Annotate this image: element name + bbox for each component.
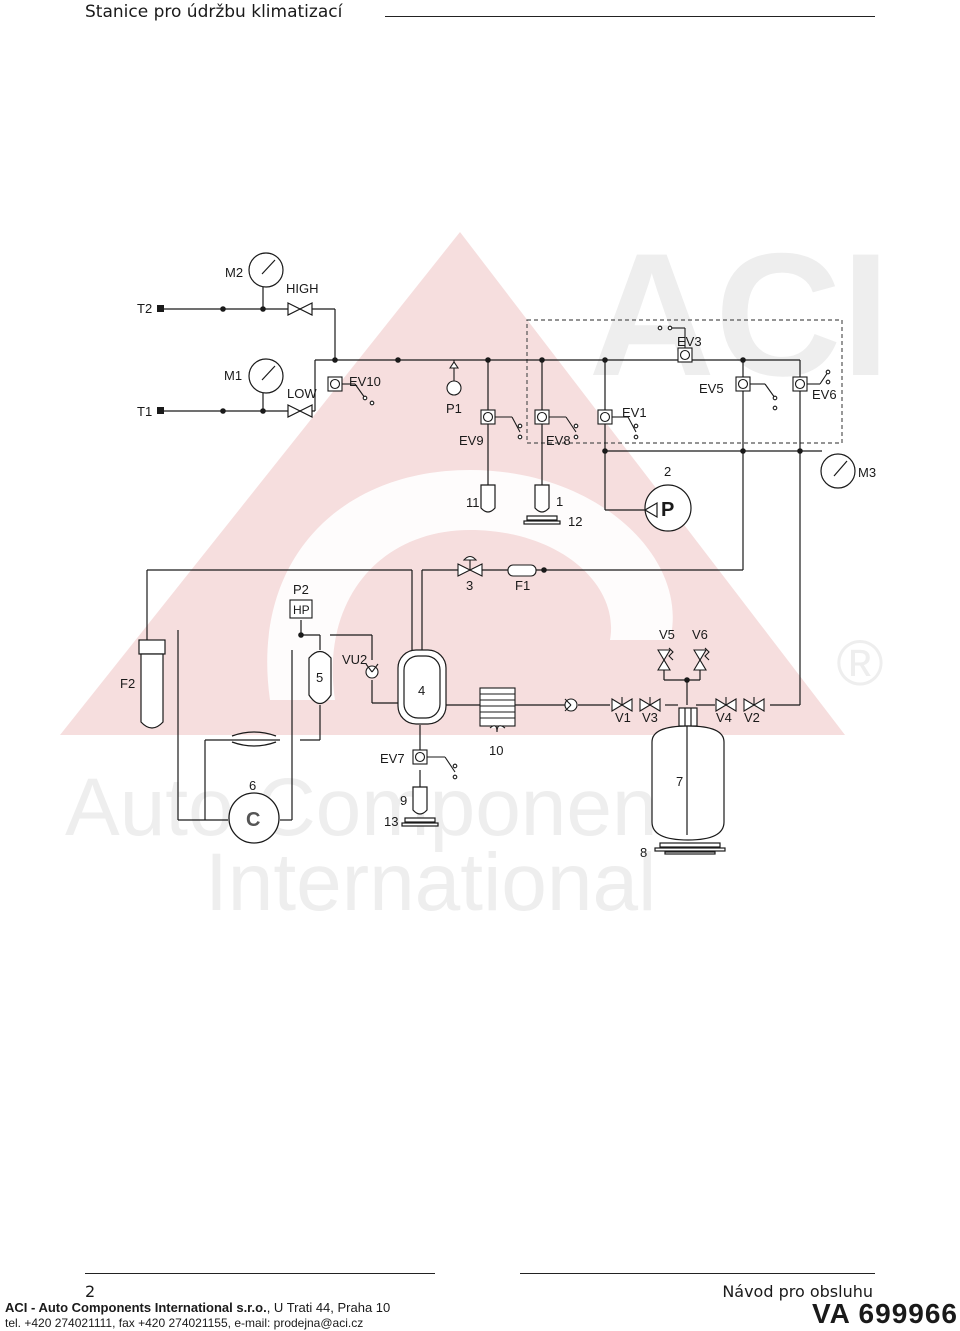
- footer-rule-left: [85, 1273, 435, 1274]
- t2-sensor-icon: [157, 305, 164, 312]
- label-p1: P1: [446, 401, 462, 416]
- ev3-valve-icon: [657, 325, 693, 363]
- manual-title: Návod pro obsluhu: [722, 1282, 873, 1301]
- label-ev9: EV9: [459, 433, 484, 448]
- vacuum-pump-icon: [643, 484, 692, 532]
- filter-f1-icon: [507, 564, 537, 577]
- label-5: 5: [316, 670, 323, 685]
- condenser-10-icon: [479, 687, 516, 733]
- company-line: ACI - Auto Components International s.r.…: [5, 1300, 390, 1315]
- v4-valve-icon: [715, 697, 737, 712]
- compressor-c-icon: [228, 731, 280, 844]
- v2-valve-icon: [743, 697, 765, 712]
- v6-safety-valve-icon: [693, 647, 710, 671]
- watermark-registered: ®: [836, 627, 883, 699]
- page-footer: 2 Návod pro obsluhu ACI - Auto Component…: [0, 1270, 960, 1331]
- label-v3: V3: [642, 710, 658, 725]
- ev5-valve-icon: [735, 376, 778, 411]
- valve-3-icon: [457, 555, 483, 577]
- ev9-valve-icon: [480, 409, 523, 440]
- label-f1: F1: [515, 578, 530, 593]
- p2-hp-switch-icon: [289, 599, 313, 619]
- label-t2: T2: [137, 301, 152, 316]
- label-t1: T1: [137, 404, 152, 419]
- container-9-icon: [412, 786, 428, 815]
- label-ev6: EV6: [812, 387, 837, 402]
- label-v6: V6: [692, 627, 708, 642]
- separator-5-icon: [308, 650, 332, 705]
- label-low: LOW: [287, 386, 317, 401]
- label-12: 12: [568, 514, 582, 529]
- label-m2: M2: [225, 265, 243, 280]
- label-v1: V1: [615, 710, 631, 725]
- label-13: 13: [384, 814, 398, 829]
- filter-f2-icon: [138, 639, 166, 729]
- label-ev10: EV10: [349, 374, 381, 389]
- page-title: Stanice pro údržbu klimatizací: [85, 2, 343, 22]
- label-m1: M1: [224, 368, 242, 383]
- page-number: 2: [85, 1282, 96, 1301]
- company-address: , U Trati 44, Praha 10: [266, 1300, 391, 1315]
- high-valve-icon: [287, 302, 313, 316]
- label-10: 10: [489, 743, 503, 758]
- label-ev3: EV3: [677, 334, 702, 349]
- ev1-valve-icon: [597, 409, 639, 440]
- v3-valve-icon: [639, 697, 661, 712]
- contact-line: tel. +420 274021111, fax +420 274021155,…: [5, 1316, 364, 1330]
- label-ev8: EV8: [546, 433, 571, 448]
- t1-sensor-icon: [157, 407, 164, 414]
- label-1: 1: [556, 494, 563, 509]
- vu2-check-valve-icon: [365, 663, 379, 679]
- header-rule: [385, 16, 875, 17]
- scale-13-icon: [401, 817, 439, 827]
- watermark-line2: International: [205, 837, 656, 928]
- ev7-valve-icon: [412, 749, 458, 780]
- label-p2: P2: [293, 582, 309, 597]
- label-m3: M3: [858, 465, 876, 480]
- label-f2: F2: [120, 676, 135, 691]
- dashed-enclosure: [526, 319, 843, 444]
- ev8-valve-icon: [534, 409, 579, 440]
- label-vu2: VU2: [342, 652, 367, 667]
- label-ev5: EV5: [699, 381, 724, 396]
- tank-7-icon: [651, 707, 725, 841]
- container-11-icon: [480, 484, 496, 513]
- p1-sensor-icon: [446, 360, 462, 396]
- label-p-pump: P: [661, 499, 674, 521]
- label-7: 7: [676, 774, 683, 789]
- label-11: 11: [466, 495, 480, 510]
- footer-rule-right: [520, 1273, 875, 1274]
- ev6-valve-icon: [792, 369, 831, 392]
- label-v5: V5: [659, 627, 675, 642]
- page-header: Stanice pro údržbu klimatizací: [85, 0, 875, 30]
- label-v2: V2: [744, 710, 760, 725]
- label-ev1: EV1: [622, 405, 647, 420]
- label-ev7: EV7: [380, 751, 405, 766]
- ev10-valve-icon: [327, 376, 375, 406]
- label-high: HIGH: [286, 281, 319, 296]
- distiller-4-icon: [397, 649, 447, 725]
- company-name: ACI - Auto Components International s.r.…: [5, 1300, 267, 1315]
- low-valve-icon: [287, 404, 313, 418]
- container-1-icon: [534, 484, 550, 513]
- label-8: 8: [640, 845, 647, 860]
- label-4: 4: [418, 683, 425, 698]
- junction-dots: [220, 306, 803, 683]
- watermark-swoosh: [267, 470, 673, 700]
- label-3: 3: [466, 578, 473, 593]
- watermark-line1: Auto Components: [65, 762, 721, 853]
- model-number: VA 699966: [812, 1298, 958, 1329]
- scale-12-icon: [523, 515, 561, 525]
- label-v4: V4: [716, 710, 732, 725]
- scale-8-icon: [654, 842, 726, 855]
- check-valve-icon: [564, 698, 578, 712]
- label-9: 9: [400, 793, 407, 808]
- label-c-compressor: C: [246, 809, 260, 831]
- label-2: 2: [664, 464, 671, 479]
- v5-safety-valve-icon: [657, 647, 674, 671]
- v1-valve-icon: [611, 697, 633, 712]
- label-6: 6: [249, 778, 256, 793]
- label-hp: HP: [293, 603, 310, 617]
